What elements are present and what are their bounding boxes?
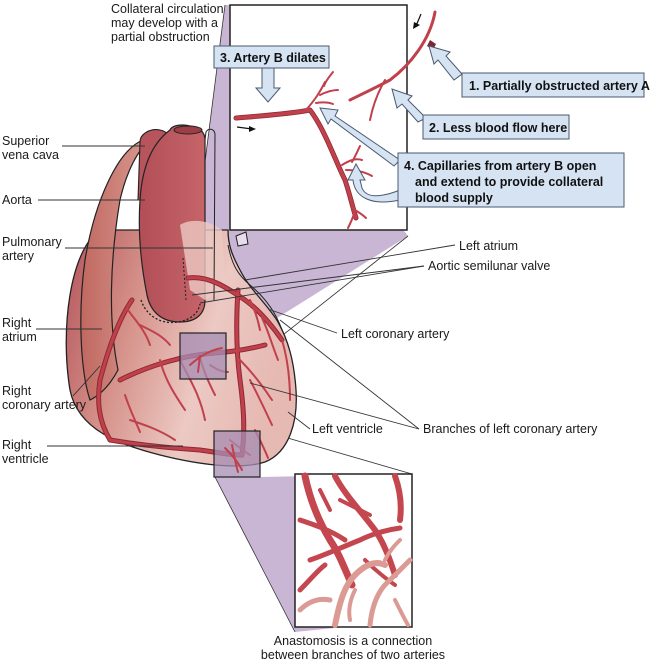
- title-line2: may develop with a: [111, 16, 218, 30]
- label-left-ventricle: Left ventricle: [312, 422, 383, 436]
- callout-step4-line3: blood supply: [415, 191, 493, 205]
- left-coronary-artery-vessel: [186, 276, 284, 342]
- callout-step1-text: 1. Partially obstructed artery A: [469, 79, 650, 93]
- callout-step4-line2: and extend to provide collateral: [415, 175, 603, 189]
- label-branches-left-coronary: Branches of left coronary artery: [423, 422, 598, 436]
- callout-step1: 1. Partially obstructed artery A: [428, 45, 650, 98]
- label-right-ventricle-1: Right: [2, 438, 32, 452]
- label-aortic-semilunar-valve: Aortic semilunar valve: [428, 259, 550, 273]
- anastomosis-inset: [294, 472, 413, 628]
- label-aorta: Aorta: [2, 193, 32, 207]
- label-right-atrium-2: atrium: [2, 330, 37, 344]
- flow-arrow-artery-a: [413, 13, 422, 29]
- artery-b-vessel: [234, 108, 358, 220]
- label-pulmonary-artery-1: Pulmonary: [2, 235, 62, 249]
- label-superior-vena-cava-1: Superior: [2, 134, 49, 148]
- label-right-coronary-artery-1: Right: [2, 384, 32, 398]
- title-line3: partial obstruction: [111, 30, 210, 44]
- callout-step3-text: 3. Artery B dilates: [220, 51, 326, 65]
- collateral-inset: [229, 4, 437, 231]
- artery-a-vessel: [348, 10, 437, 102]
- anastomosis-light-vessels: [297, 538, 413, 628]
- flow-arrow-artery-b: [236, 126, 256, 132]
- label-left-coronary-artery: Left coronary artery: [341, 327, 450, 341]
- aortic-valve-dotted: [140, 299, 201, 324]
- callout-step2-text: 2. Less blood flow here: [429, 121, 567, 135]
- left-labels: Superior vena cava Aorta Pulmonary arter…: [2, 134, 213, 466]
- callout-step4-line1: 4. Capillaries from artery B open: [404, 159, 596, 173]
- label-right-ventricle-2: ventricle: [2, 452, 49, 466]
- label-left-atrium: Left atrium: [459, 239, 518, 253]
- left-atrium-outline: [227, 244, 283, 331]
- caption-line2: between branches of two arteries: [261, 648, 445, 661]
- title-line1: Collateral circulation: [111, 2, 224, 16]
- callout-step4: 4. Capillaries from artery B open and ex…: [319, 107, 625, 208]
- callout-step2: 2. Less blood flow here: [391, 88, 570, 140]
- label-pulmonary-artery-2: artery: [2, 249, 35, 263]
- right-labels: Left atrium Aortic semilunar valve Left …: [191, 239, 598, 436]
- label-superior-vena-cava-2: vena cava: [2, 148, 59, 162]
- label-right-coronary-artery-2: coronary artery: [2, 398, 87, 412]
- caption: Anastomosis is a connection between bran…: [261, 634, 445, 661]
- callout-step3: 3. Artery B dilates: [213, 45, 330, 103]
- title: Collateral circulation may develop with …: [111, 2, 224, 44]
- right-coronary-artery-vessel: [97, 298, 134, 442]
- label-right-atrium-1: Right: [2, 316, 32, 330]
- caption-line1: Anastomosis is a connection: [274, 634, 432, 648]
